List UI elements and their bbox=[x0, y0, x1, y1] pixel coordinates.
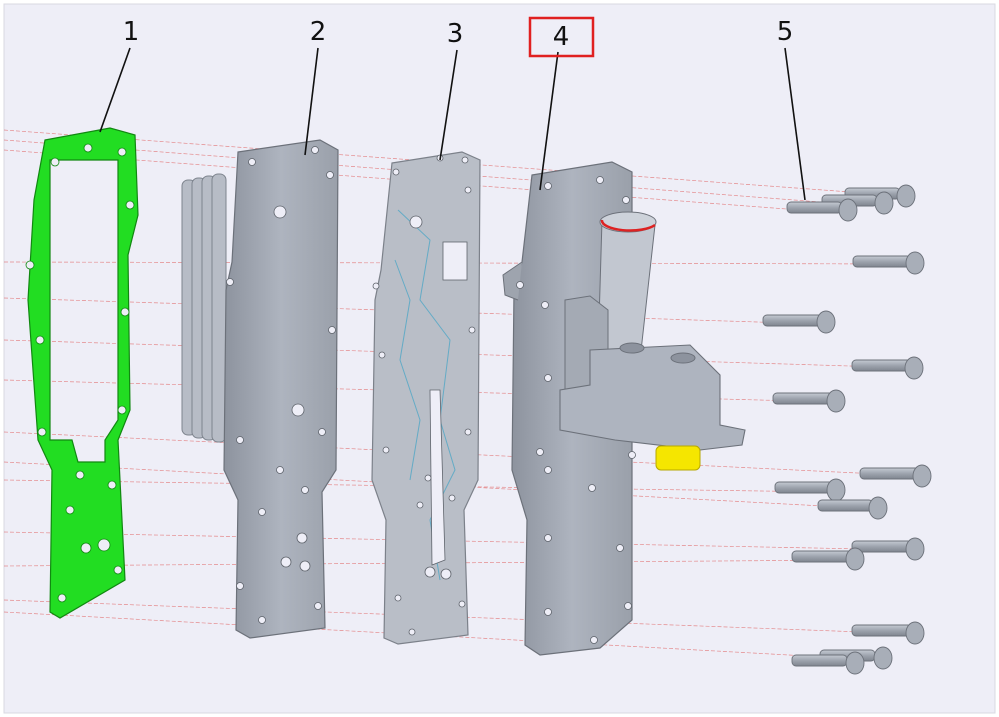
callout-highlight-box bbox=[528, 16, 595, 58]
callout-5: 5 bbox=[777, 17, 794, 47]
bolt bbox=[859, 464, 932, 488]
oil-cooler-core-plate bbox=[181, 139, 339, 639]
bolt bbox=[774, 478, 846, 502]
bolt bbox=[817, 496, 888, 520]
gasket-plate bbox=[371, 151, 481, 645]
callout-3: 3 bbox=[447, 19, 464, 49]
bolt bbox=[851, 356, 924, 380]
leader-lines bbox=[99, 47, 806, 201]
oil-cooler-housing bbox=[502, 161, 746, 656]
callout-2: 2 bbox=[310, 17, 327, 47]
callout-1: 1 bbox=[123, 17, 140, 47]
callout-4: 4 bbox=[553, 22, 570, 52]
bolt bbox=[851, 621, 925, 645]
gasket-green bbox=[25, 127, 139, 619]
bolt bbox=[852, 251, 925, 275]
bolts bbox=[762, 184, 932, 675]
bolt bbox=[851, 537, 925, 561]
bolt bbox=[762, 310, 836, 334]
bolt bbox=[786, 198, 858, 222]
bolt bbox=[772, 389, 846, 413]
bolt bbox=[791, 547, 865, 571]
diagram-background bbox=[3, 3, 996, 714]
bolt bbox=[791, 651, 865, 675]
